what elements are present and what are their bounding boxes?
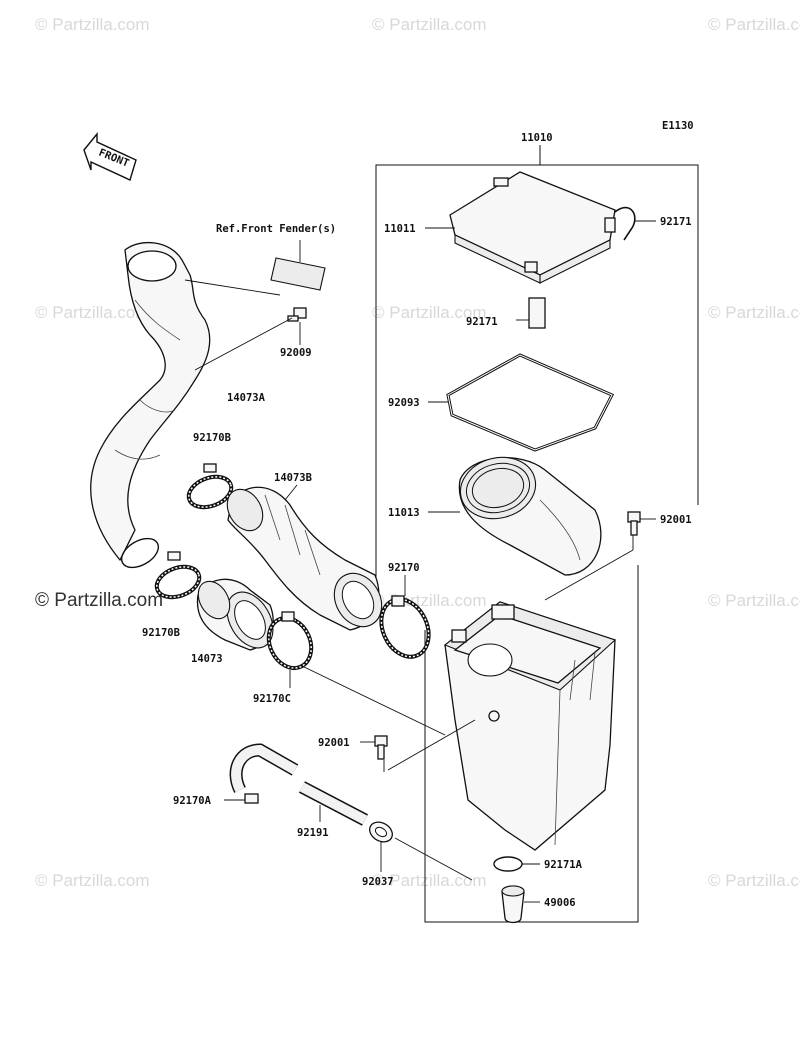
- label-92001-right: 92001: [660, 514, 692, 526]
- intake-tube-14073b: [226, 486, 383, 631]
- label-11011: 11011: [384, 223, 416, 235]
- diagram-code: E1130: [662, 120, 694, 132]
- watermark: © Partzilla.com: [35, 15, 150, 34]
- watermark: © Partzilla.com: [708, 871, 800, 890]
- hose-clamp-92170b-top: [186, 463, 234, 510]
- watermark: © Partzilla.com: [372, 303, 487, 322]
- label-92001-left: 92001: [318, 737, 350, 749]
- watermark: © Partzilla.com: [708, 15, 800, 34]
- intake-duct-14073a: [90, 241, 211, 562]
- watermark: © Partzilla.com: [35, 871, 150, 890]
- breather-hose-92170a: [224, 743, 299, 804]
- label-14073: 14073: [191, 653, 223, 665]
- clamp-ring: [120, 537, 160, 569]
- label-92171a: 92171A: [544, 859, 583, 871]
- label-92170a: 92170A: [173, 795, 212, 807]
- hose-92191: [298, 781, 369, 826]
- intake-boot-14073: [196, 578, 274, 651]
- front-arrow-icon: FRONT: [83, 132, 137, 181]
- label-92171-mid: 92171: [466, 316, 498, 328]
- filter-element-11013: [428, 456, 602, 576]
- watermark: © Partzilla.com: [372, 871, 487, 890]
- bolt-92001-right: [627, 511, 656, 550]
- watermark: © Partzilla.com: [708, 303, 800, 322]
- clamp-92037: [369, 821, 473, 881]
- label-92171-top: 92171: [660, 216, 692, 228]
- assembly-frame-housing: [424, 565, 639, 923]
- drain-cap-49006: [501, 885, 540, 924]
- watermark: © Partzilla.com: [708, 591, 800, 610]
- label-11010: 11010: [521, 132, 553, 144]
- hose-clamp-92170: [379, 575, 431, 659]
- label-92170c: 92170C: [253, 693, 291, 705]
- air-box-housing: [443, 601, 617, 851]
- watermark: © Partzilla.com: [372, 15, 487, 34]
- gasket-92093: [428, 353, 615, 452]
- fender-ref-pad: [270, 240, 326, 291]
- label-14073a: 14073A: [227, 392, 266, 404]
- label-92037: 92037: [362, 876, 394, 888]
- watermark: © Partzilla.com: [35, 303, 150, 322]
- clip-92171-mid: [516, 297, 546, 329]
- label-92191: 92191: [297, 827, 329, 839]
- label-92009: 92009: [280, 347, 312, 359]
- assembly-frame-air-cleaner: [375, 145, 699, 585]
- ref-front-fender-label: Ref.Front Fender(s): [216, 223, 336, 235]
- guide-lines-duct: [184, 279, 293, 371]
- clip-92171a: [493, 856, 540, 872]
- label-11013: 11013: [388, 507, 420, 519]
- label-14073b: 14073B: [274, 472, 312, 484]
- hose-clamp-92170c: [266, 611, 314, 688]
- watermarks: © Partzilla.com © Partzilla.com © Partzi…: [35, 15, 800, 890]
- label-92093: 92093: [388, 397, 420, 409]
- label-92170b-bottom: 92170B: [142, 627, 180, 639]
- part-labels: 11010 11011 92171 92171 92093 11013 9200…: [142, 132, 692, 909]
- label-49006: 49006: [544, 897, 576, 909]
- hose-clamp-92170b-bottom: [154, 551, 202, 600]
- label-92170b-top: 92170B: [193, 432, 231, 444]
- label-92170: 92170: [388, 562, 420, 574]
- filter-cover-11011: [425, 171, 616, 284]
- clip-92171-top: [614, 206, 656, 241]
- watermark-prominent: © Partzilla.com: [35, 590, 163, 611]
- bolt-92009: [287, 307, 307, 345]
- bolt-92001-left: [360, 735, 388, 772]
